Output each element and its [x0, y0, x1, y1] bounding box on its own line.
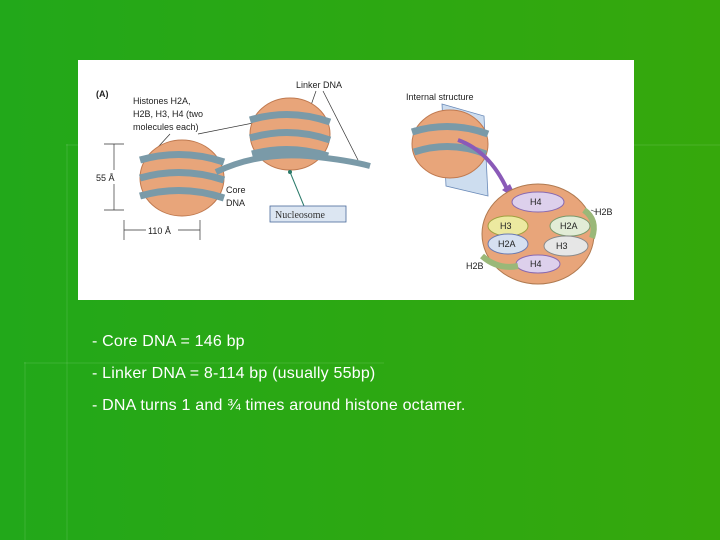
h2b-left-label: H2B — [466, 261, 484, 271]
nucleosome-cutaway — [410, 109, 490, 179]
h3-right-subunit — [543, 235, 589, 257]
h2b-right-subunit — [582, 207, 597, 239]
h2b-right-pointer — [590, 209, 597, 213]
h4-top-subunit — [511, 191, 565, 213]
bg-stripe — [24, 362, 384, 364]
nucleosome-left — [139, 139, 226, 217]
core-dna-label-line1: Core — [226, 185, 246, 195]
internal-structure-label: Internal structure — [406, 92, 474, 102]
histones-label-line1: Histones H2A, — [133, 96, 191, 106]
nucleosome-label: Nucleosome — [275, 210, 326, 221]
bullet-list: - Core DNA = 146 bp - Linker DNA = 8-114… — [92, 332, 672, 428]
h2a-left-subunit — [487, 233, 529, 255]
histone-octamer — [480, 183, 597, 285]
bullet-core-dna: - Core DNA = 146 bp — [92, 333, 245, 350]
bg-stripe — [24, 362, 26, 540]
h2a-right-label: H2A — [560, 221, 578, 231]
panel-label: (A) — [96, 89, 109, 99]
histones-label-line3: molecules each) — [133, 122, 199, 132]
h3-right-label: H3 — [556, 241, 568, 251]
h4-top-label: H4 — [530, 197, 542, 207]
h3-left-label: H3 — [500, 221, 512, 231]
width-label: 110 Å — [148, 226, 171, 236]
histones-label-line2: H2B, H3, H4 (two — [133, 109, 203, 119]
nucleosome-label-box — [269, 205, 347, 223]
linker-pointer-b — [322, 90, 359, 161]
h2a-left-label: H2A — [498, 239, 516, 249]
linker-dna-strand — [214, 152, 371, 175]
bg-stripe — [66, 144, 68, 540]
bullet-linker-dna: - Linker DNA = 8-114 bp (usually 55bp) — [92, 365, 376, 382]
nucleosome-pointer-dot — [288, 170, 292, 174]
h2b-right-label: H2B — [595, 207, 613, 217]
h4-bottom-label: H4 — [530, 259, 542, 269]
width-label-bg — [146, 224, 178, 236]
height-label: 55 Å — [96, 173, 115, 183]
linker-dna-label: Linker DNA — [296, 80, 342, 90]
nucleosome-diagram: (A) Histones H2A, H2B, H3, H4 (two molec… — [94, 80, 613, 285]
nucleosome-pointer — [289, 171, 305, 207]
h2b-left-subunit — [480, 253, 519, 270]
nucleosome-figure: (A) Histones H2A, H2B, H3, H4 (two molec… — [78, 60, 634, 300]
bullet-dna-turns: - DNA turns 1 and ¾ times around histone… — [92, 397, 466, 414]
height-label-bg — [94, 170, 120, 184]
core-dna-label-line2: DNA — [226, 198, 245, 208]
